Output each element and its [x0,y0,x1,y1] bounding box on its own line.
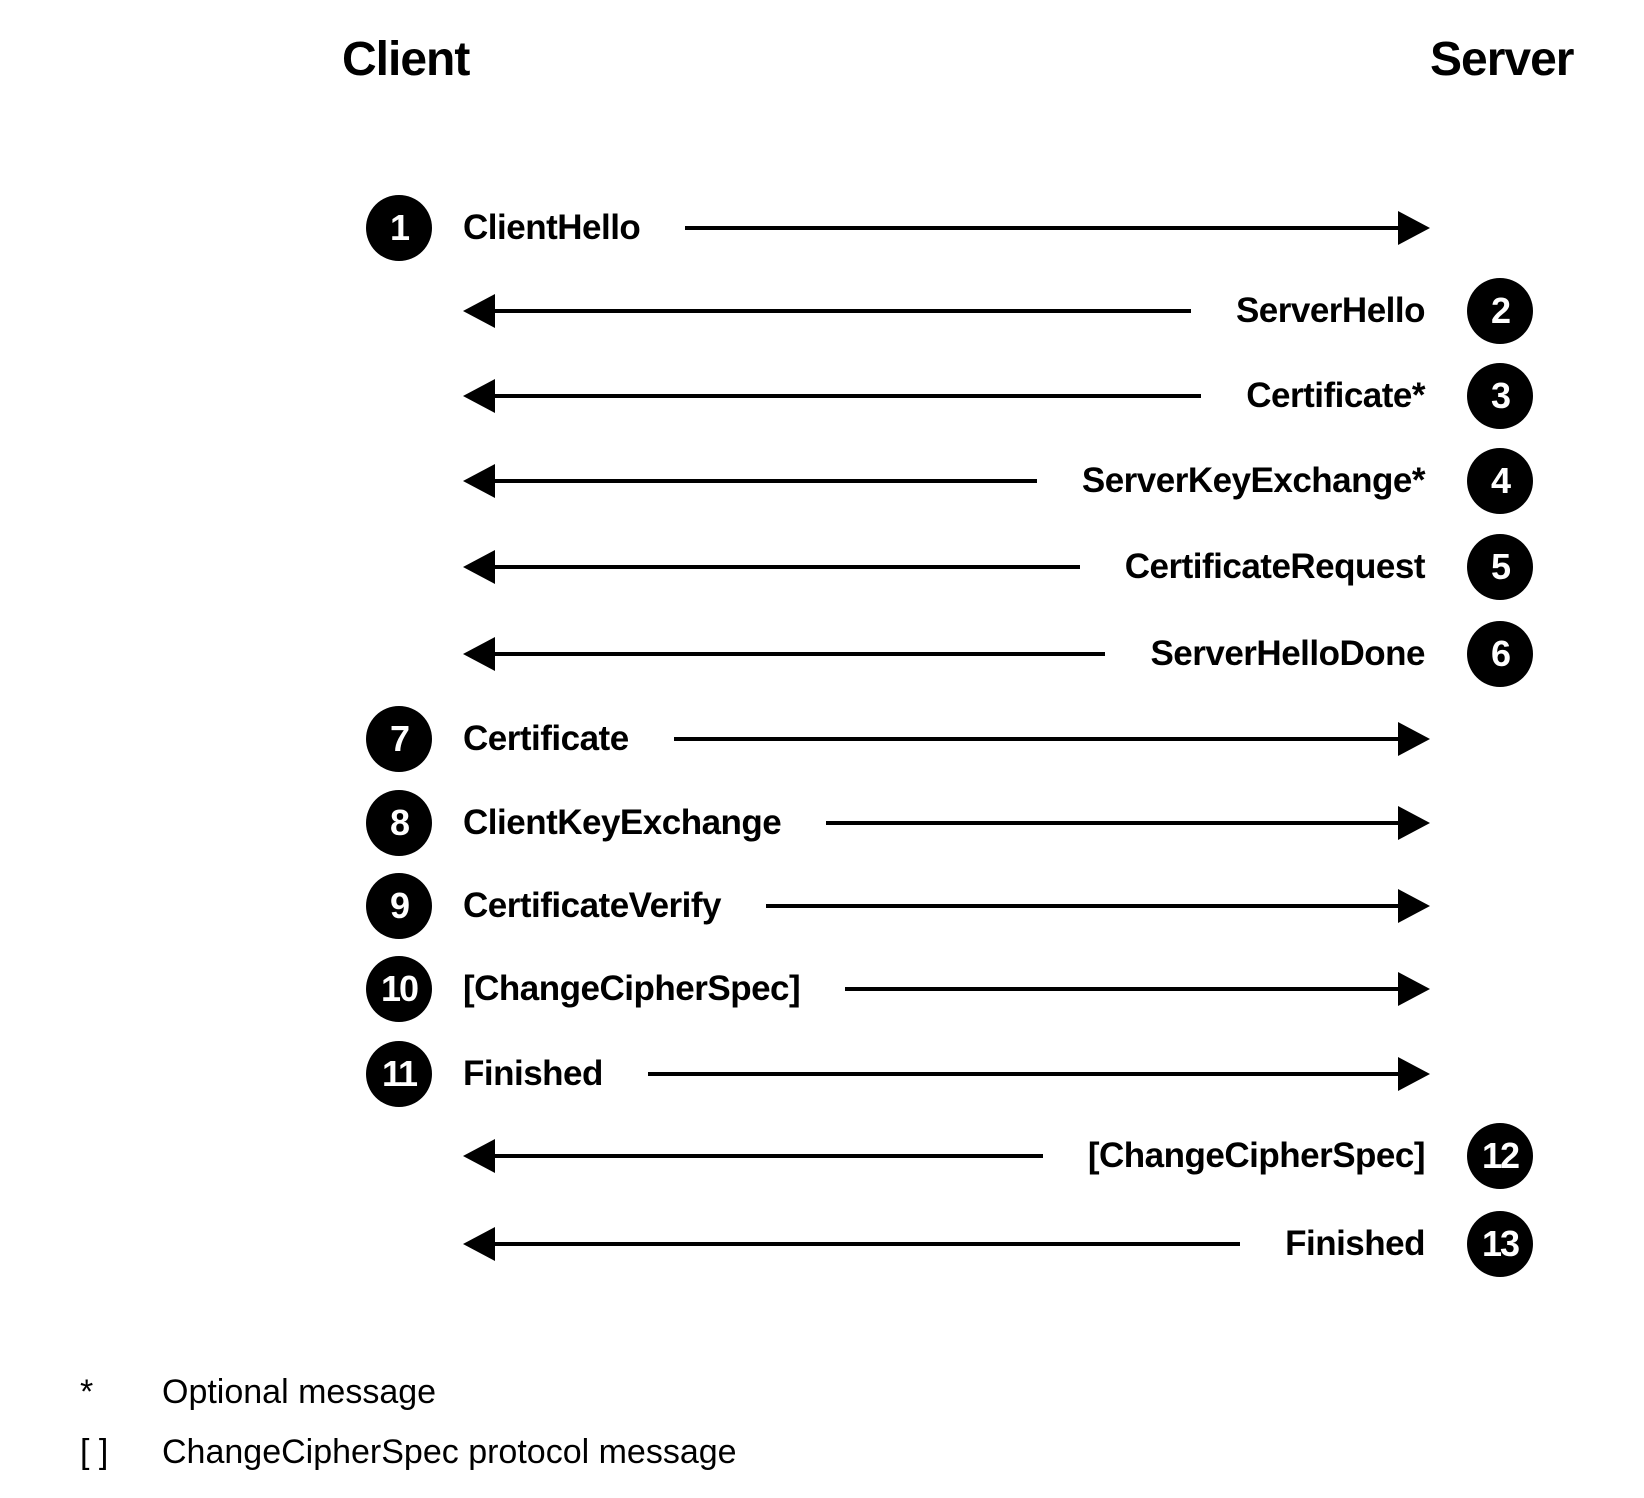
arrow-line [491,394,1202,398]
arrowhead-icon [463,637,495,671]
step-number-badge: 6 [1467,621,1533,687]
message-row: 12 [ChangeCipherSpec] [0,1122,1644,1192]
legend-text: ChangeCipherSpec protocol message [162,1433,737,1471]
message-label: CertificateVerify [463,886,722,925]
message-row: 3 Certificate* [0,362,1644,432]
arrow-line [491,309,1191,313]
legend-symbol: [ ] [80,1433,109,1471]
arrow-line [491,1242,1241,1246]
legend-text: Optional message [162,1373,437,1411]
message-row: 13 Finished [0,1210,1644,1280]
message-label: Finished [1285,1224,1425,1263]
message-label: Certificate [463,719,629,758]
step-number-badge: 10 [366,956,432,1022]
legend-item: [ ] ChangeCipherSpec protocol message [0,1430,900,1474]
message-row: 2 ServerHello [0,277,1644,347]
message-label: ClientHello [463,208,641,247]
client-header: Client [342,33,470,86]
arrow-line [491,1154,1043,1158]
message-label: Certificate* [1246,376,1425,415]
step-number-badge: 2 [1467,278,1533,344]
arrowhead-icon [1398,1057,1430,1091]
step-number-badge: 1 [366,195,432,261]
step-number-badge: 9 [366,873,432,939]
message-row: 11 Finished [0,1040,1644,1110]
arrowhead-icon [463,550,495,584]
arrowhead-icon [463,379,495,413]
arrow-line [845,987,1400,991]
message-row: 9 CertificateVerify [0,872,1644,942]
arrow-line [685,226,1400,230]
message-label: [ChangeCipherSpec] [1087,1136,1426,1175]
arrowhead-icon [1398,889,1430,923]
step-number-badge: 13 [1467,1211,1533,1277]
arrowhead-icon [1398,806,1430,840]
arrowhead-icon [1398,972,1430,1006]
message-row: 10 [ChangeCipherSpec] [0,955,1644,1025]
message-row: 6 ServerHelloDone [0,620,1644,690]
arrow-line [491,652,1106,656]
legend-symbol: * [80,1373,94,1411]
message-label: CertificateRequest [1124,547,1426,586]
arrow-line [491,479,1037,483]
server-header: Server [1430,33,1574,86]
message-row: 8 ClientKeyExchange [0,789,1644,859]
step-number-badge: 8 [366,790,432,856]
message-row: 1 ClientHello [0,194,1644,264]
message-label: Finished [463,1054,603,1093]
message-row: 7 Certificate [0,705,1644,775]
message-label: ClientKeyExchange [463,803,782,842]
arrow-line [673,737,1400,741]
message-label: ServerHelloDone [1150,634,1425,673]
step-number-badge: 7 [366,706,432,772]
message-label: ServerKeyExchange* [1081,461,1426,500]
arrowhead-icon [463,1227,495,1261]
step-number-badge: 4 [1467,448,1533,514]
message-row: 4 ServerKeyExchange* [0,447,1644,517]
arrow-line [826,821,1400,825]
step-number-badge: 12 [1467,1123,1533,1189]
message-label: [ChangeCipherSpec] [463,969,801,1008]
message-row: 5 CertificateRequest [0,533,1644,603]
step-number-badge: 3 [1467,363,1533,429]
step-number-badge: 5 [1467,534,1533,600]
arrow-line [647,1072,1400,1076]
arrowhead-icon [1398,722,1430,756]
step-number-badge: 11 [366,1041,432,1107]
arrowhead-icon [1398,211,1430,245]
arrowhead-icon [463,294,495,328]
arrowhead-icon [463,1139,495,1173]
arrow-line [491,565,1080,569]
message-label: ServerHello [1235,291,1426,330]
arrow-line [766,904,1400,908]
legend-item: * Optional message [0,1370,900,1414]
arrowhead-icon [463,464,495,498]
